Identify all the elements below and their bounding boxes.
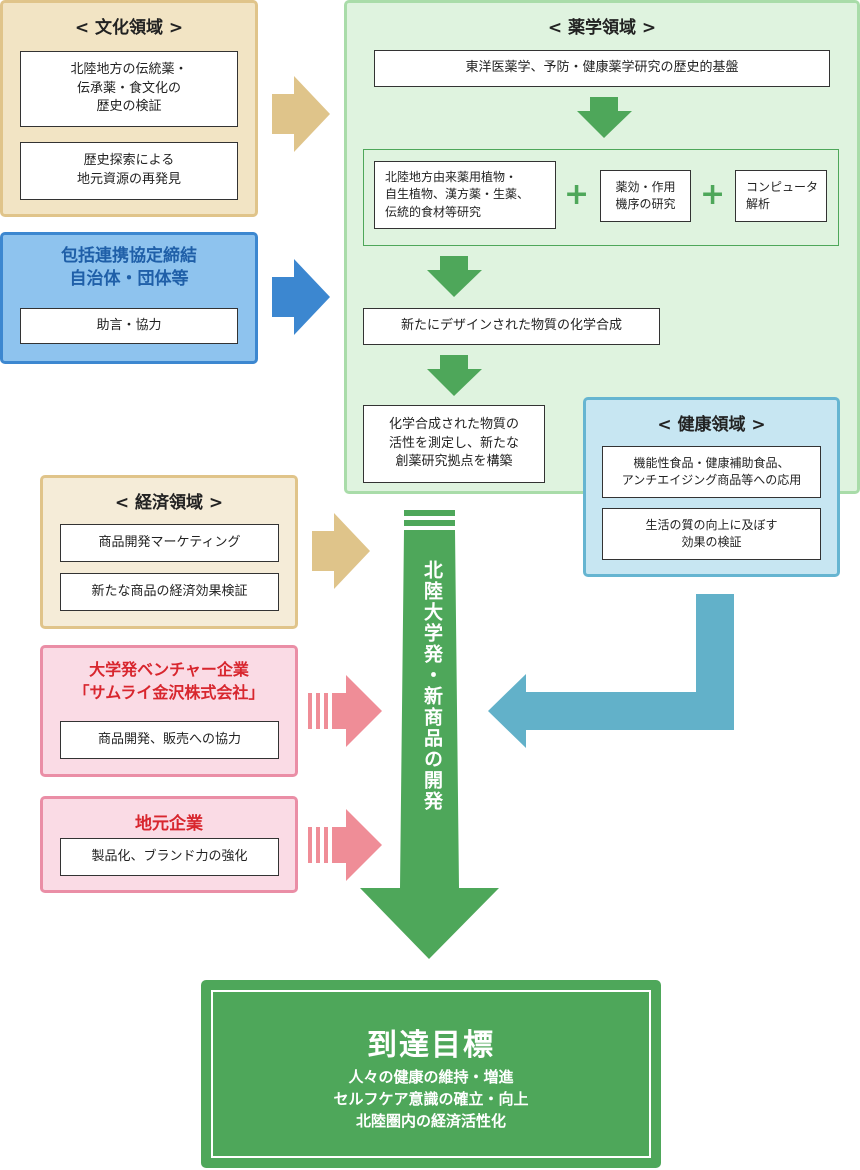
- local-to-main-arrow: [308, 809, 382, 881]
- plus-icon: +: [700, 177, 726, 212]
- pharma-historical-base: 東洋医薬学、予防・健康薬学研究の歴史的基盤: [374, 50, 830, 87]
- partnership-title: 包括連携協定締結 自治体・団体等: [61, 246, 197, 289]
- pharma-down-arrow-2: [427, 256, 482, 297]
- goal-line-selfcare: セルフケア意識の確立・向上: [333, 1090, 529, 1108]
- culture-item-history-verification: 北陸地方の伝統薬・ 伝承薬・食文化の 歴史の検証: [20, 51, 238, 127]
- pharma-down-arrow-3: [427, 355, 482, 396]
- local-item-branding: 製品化、ブランド力の強化: [60, 838, 279, 876]
- pharma-chemical-synthesis: 新たにデザインされた物質の化学合成: [363, 308, 660, 345]
- goal-inner-frame: [211, 990, 651, 1158]
- partnership-panel: 包括連携協定締結 自治体・団体等 助言・協力: [0, 232, 258, 364]
- partnership-to-pharma-arrow: [272, 259, 330, 335]
- economy-title: < 経済領域 >: [114, 493, 224, 513]
- goal-title: 到達目標: [367, 1028, 495, 1063]
- venture-to-main-arrow: [308, 675, 382, 747]
- main-development-arrow: [360, 510, 499, 959]
- health-to-main-arrow: [488, 594, 734, 748]
- pharma-title: < 薬学領域 >: [547, 18, 657, 38]
- health-title: < 健康領域 >: [657, 415, 766, 435]
- venture-item-sales-cooperation: 商品開発、販売への協力: [60, 721, 279, 759]
- economy-to-main-arrow: [312, 513, 370, 589]
- plus-icon: +: [564, 177, 590, 212]
- goal-line-economy: 北陸圏内の経済活性化: [355, 1112, 506, 1130]
- pharma-research-group: [363, 149, 839, 246]
- economy-item-economic-effect: 新たな商品の経済効果検証: [60, 573, 279, 611]
- pharma-plant-research: 北陸地方由来薬用植物・ 自生植物、漢方薬・生薬、 伝統的食材等研究: [374, 161, 556, 229]
- main-arrow-label: 北陸大学発・新商品の開発: [421, 560, 443, 812]
- culture-to-pharma-arrow: [272, 76, 330, 152]
- health-item-functional-food: 機能性食品・健康補助食品、 アンチエイジング商品等への応用: [602, 446, 821, 498]
- local-companies-title: 地元企業: [135, 814, 203, 834]
- culture-item-resource-rediscovery: 歴史探索による 地元資源の再発見: [20, 142, 238, 200]
- pharma-mechanism-research: 薬効・作用 機序の研究: [600, 170, 691, 222]
- venture-title: 大学発ベンチャー企業 「サムライ金沢株式会社」: [73, 660, 265, 702]
- pharma-down-arrow-1: [577, 97, 632, 138]
- pharma-drug-discovery-base: 化学合成された物質の 活性を測定し、新たな 創薬研究拠点を構築: [363, 405, 545, 483]
- pharma-computer-analysis: コンピュータ 解析: [735, 170, 827, 222]
- culture-title: < 文化領域 >: [74, 18, 184, 38]
- goal-panel: 到達目標 人々の健康の維持・増進 セルフケア意識の確立・向上 北陸圏内の経済活性…: [201, 980, 661, 1168]
- culture-panel: < 文化領域 > 北陸地方の伝統薬・ 伝承薬・食文化の 歴史の検証 歴史探索によ…: [0, 0, 258, 217]
- health-item-qol-verification: 生活の質の向上に及ぼす 効果の検証: [602, 508, 821, 560]
- goal-line-health: 人々の健康の維持・増進: [348, 1068, 514, 1086]
- partnership-item-advice: 助言・協力: [20, 308, 238, 344]
- economy-item-marketing: 商品開発マーケティング: [60, 524, 279, 562]
